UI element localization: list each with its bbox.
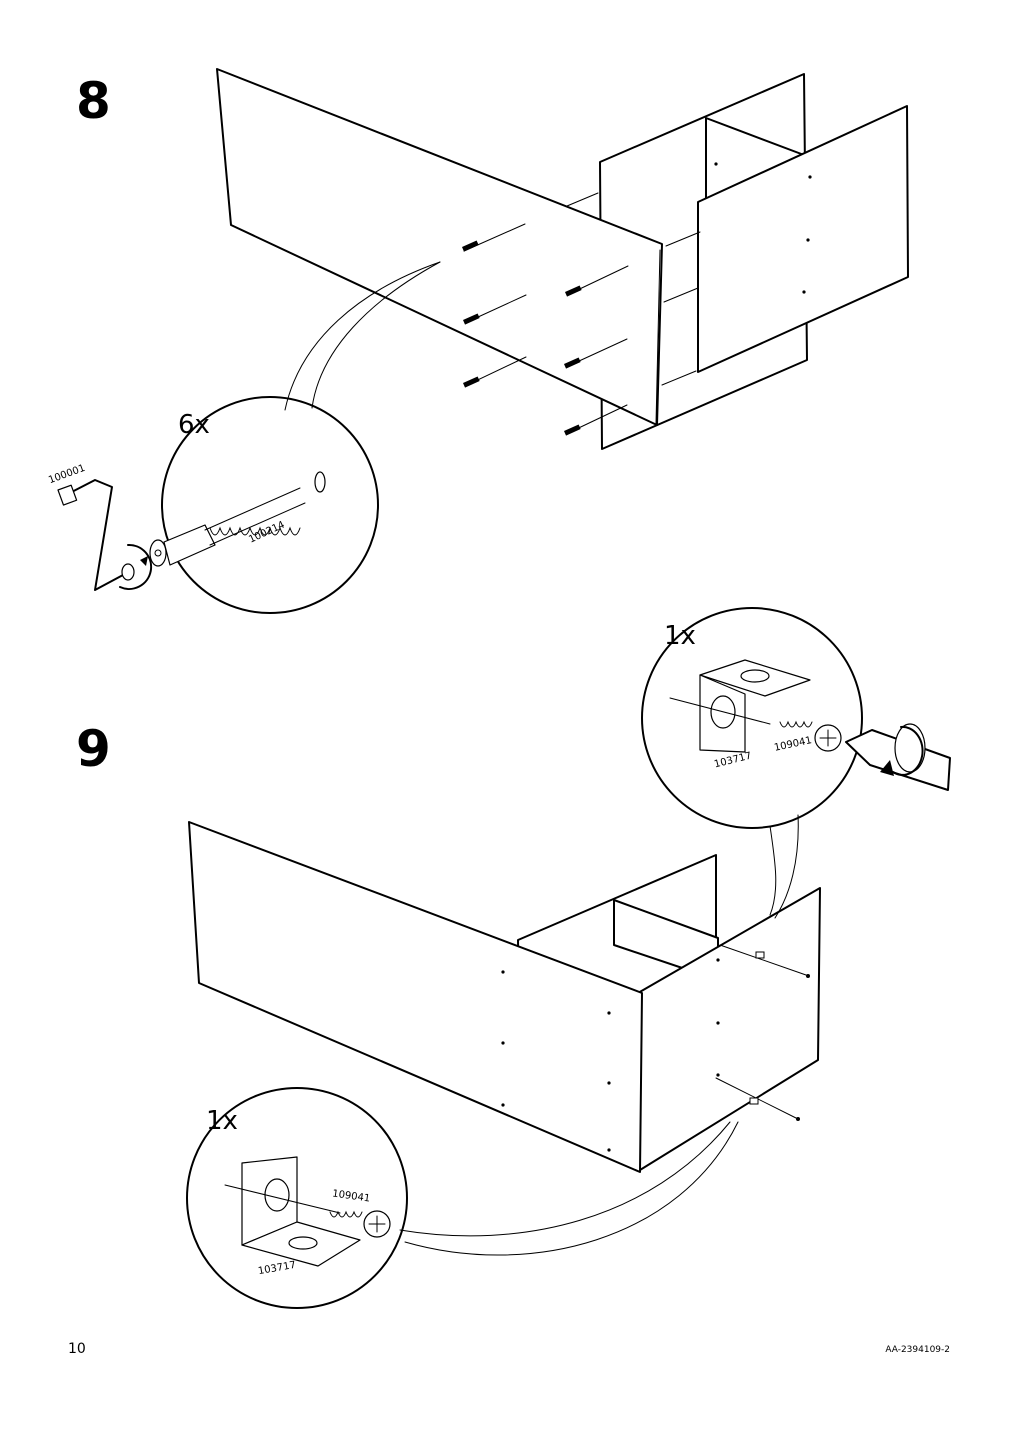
front-panel xyxy=(216,68,663,426)
detail-callout-circle xyxy=(161,396,379,614)
cam-screw-icon xyxy=(149,471,326,567)
step-9-illustration xyxy=(186,607,951,1309)
top-detail-callout-circle xyxy=(641,607,863,829)
step-8-illustration xyxy=(57,68,909,614)
bracket-icon xyxy=(669,659,811,753)
quantity-label: 1x xyxy=(206,1106,238,1136)
hex-key-icon xyxy=(57,479,153,591)
quantity-label: 6x xyxy=(178,410,210,440)
screw-icon xyxy=(779,720,842,752)
step-number: 9 xyxy=(76,720,111,778)
screw-icon xyxy=(329,1210,391,1238)
screwdriver-icon xyxy=(845,723,951,791)
screw-icon xyxy=(462,223,629,436)
step-number: 8 xyxy=(76,72,111,130)
side-panel xyxy=(697,105,909,373)
document-code: AA-2394109-2 xyxy=(885,1345,950,1355)
bracket-icon xyxy=(224,1156,361,1267)
page-number: 10 xyxy=(68,1341,86,1357)
quantity-label: 1x xyxy=(664,621,696,651)
